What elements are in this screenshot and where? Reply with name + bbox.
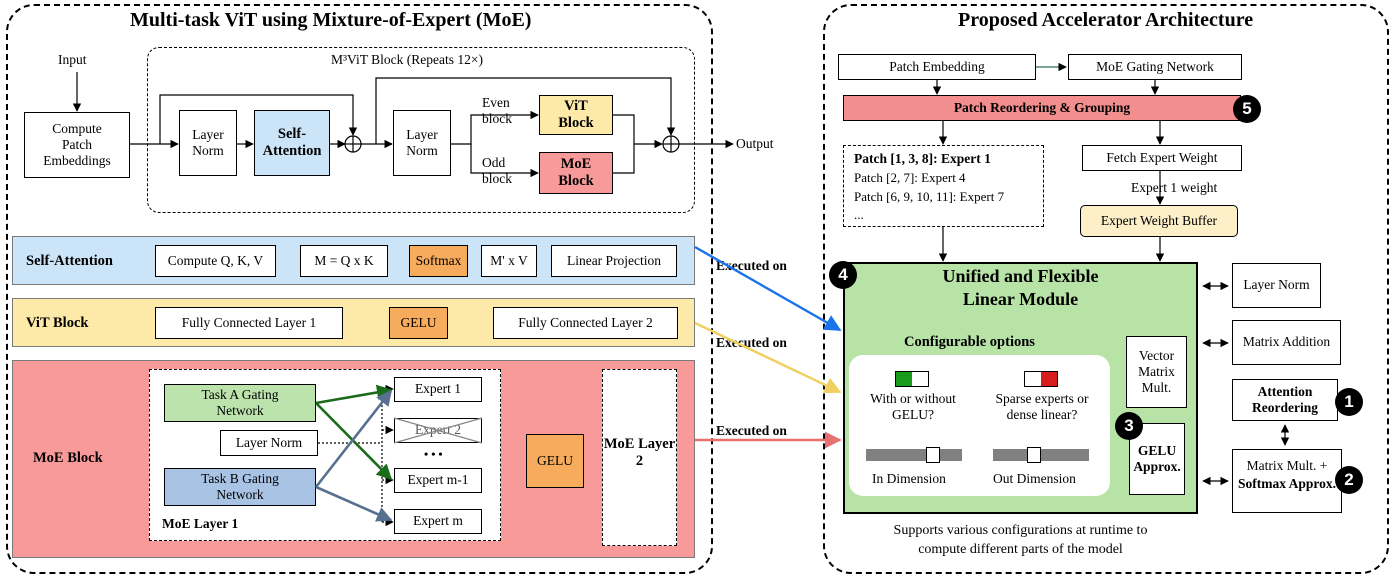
badge-5-icon: 5: [1233, 95, 1261, 123]
executed-on-2: Executed on: [716, 335, 787, 350]
vit-fc2: Fully Connected Layer 2: [493, 307, 678, 339]
patch-list-1: Patch [2, 7]: Expert 4: [854, 170, 966, 185]
sa-m-qk: M = Q x K: [300, 245, 388, 277]
sa-mv: M' x V: [481, 245, 537, 277]
badge-3-icon: 3: [1115, 412, 1143, 440]
task-b-gating: Task B Gating Network: [164, 468, 316, 506]
expert-m-1: Expert m-1: [394, 468, 482, 493]
fetch-expert-weight-box: Fetch Expert Weight: [1082, 145, 1242, 171]
out-dimension-label: Out Dimension: [993, 471, 1076, 486]
left-panel: [6, 4, 713, 574]
mm-softmax-line1: Matrix Mult. +: [1246, 458, 1328, 473]
patch-list-2: Patch [6, 9, 10, 11]: Expert 7: [854, 189, 1005, 204]
vit-fc1: Fully Connected Layer 1: [155, 307, 343, 339]
layer-norm-unit: Layer Norm: [1232, 263, 1321, 308]
gelu-toggle-icon[interactable]: [895, 371, 929, 387]
vit-block-container: [147, 47, 695, 213]
moe-layer-norm: Layer Norm: [220, 430, 318, 456]
in-dimension-label: In Dimension: [872, 471, 946, 486]
gelu-option-label: With or without GELU?: [870, 391, 956, 423]
sparse-toggle-icon[interactable]: [1024, 371, 1058, 387]
block-title: M³ViT Block (Repeats 12×): [331, 52, 483, 67]
sa-linear-projection: Linear Projection: [551, 245, 677, 277]
vit-block-row-label: ViT Block: [26, 315, 89, 331]
self-attention-box: Self-Attention: [254, 110, 330, 176]
moe-layer2-label: MoE Layer 2: [603, 436, 676, 470]
experts-ellipsis: • • •: [424, 447, 443, 461]
vit-block-box: ViT Block: [539, 95, 613, 135]
patch-list-0: Patch [1, 3, 8]: Expert 1: [854, 151, 991, 166]
caption-line-2: compute different parts of the model: [918, 542, 1123, 557]
moe-layer2-box: [602, 369, 677, 546]
right-panel-title: Proposed Accelerator Architecture: [958, 9, 1254, 31]
badge-4-icon: 4: [829, 261, 857, 289]
mm-softmax-line2: Softmax Approx.: [1237, 476, 1336, 491]
ulm-title-2: Linear Module: [962, 289, 1079, 309]
attention-reordering-unit: Attention Reordering: [1232, 379, 1338, 421]
caption-line-1: Supports various configurations at runti…: [893, 523, 1148, 538]
expert-1: Expert 1: [394, 377, 482, 402]
matrix-addition-unit: Matrix Addition: [1232, 320, 1341, 365]
expert-m: Expert m: [394, 509, 482, 534]
in-dimension-knob[interactable]: [926, 447, 940, 463]
sa-softmax: Softmax: [409, 245, 468, 277]
right-panel: [823, 4, 1389, 574]
ulm-title-1: Unified and Flexible: [942, 266, 1099, 286]
layer-norm-1: Layer Norm: [179, 110, 237, 176]
sa-compute-qkv: Compute Q, K, V: [155, 245, 276, 277]
expert-weight-buffer: Expert Weight Buffer: [1080, 205, 1238, 237]
config-options-title: Configurable options: [904, 334, 1035, 350]
moe-block-box: MoE Block: [539, 152, 613, 194]
config-options-panel: [849, 355, 1110, 496]
sparse-option-label: Sparse experts or dense linear?: [995, 391, 1089, 423]
expert1-weight-label: Expert 1 weight: [1131, 180, 1218, 195]
moe-layer1-label: MoE Layer 1: [162, 516, 239, 531]
odd-block-label: Odd block: [482, 155, 512, 187]
vector-matrix-mult: Vector Matrix Mult.: [1126, 336, 1187, 408]
executed-on-3: Executed on: [716, 423, 787, 438]
badge-2-icon: 2: [1335, 466, 1363, 494]
output-label: Output: [736, 136, 774, 151]
left-panel-title: Multi-task ViT using Mixture-of-Expert (…: [130, 9, 532, 31]
out-dimension-slider[interactable]: [993, 449, 1089, 461]
task-a-gating: Task A Gating Network: [164, 384, 316, 422]
moe-gelu: GELU: [526, 434, 584, 488]
out-dimension-knob[interactable]: [1027, 447, 1041, 463]
layer-norm-2: Layer Norm: [393, 110, 451, 176]
compute-embeddings-box: Compute Patch Embeddings: [24, 112, 130, 178]
self-attention-row-label: Self-Attention: [26, 253, 113, 269]
patch-list-3: ...: [854, 207, 864, 222]
vit-gelu: GELU: [389, 307, 448, 339]
patch-list-box: [843, 145, 1044, 227]
moe-block-row-label: MoE Block: [33, 450, 103, 466]
badge-1-icon: 1: [1335, 388, 1363, 416]
moe-gating-box: MoE Gating Network: [1068, 54, 1242, 80]
input-label: Input: [58, 52, 87, 67]
patch-reordering-box: Patch Reordering & Grouping: [843, 95, 1241, 121]
patch-embedding-box: Patch Embedding: [838, 54, 1036, 80]
